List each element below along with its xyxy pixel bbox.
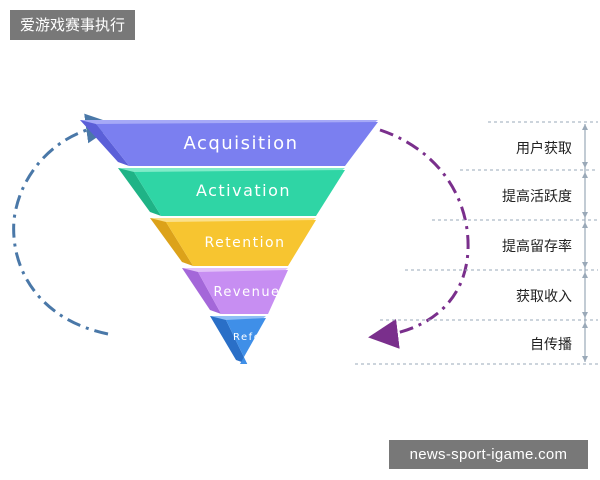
funnel-layer-front-3 xyxy=(198,270,288,314)
scale-separators xyxy=(355,121,598,365)
stage-label-retention: 提高留存率 xyxy=(502,239,572,255)
funnel-layer-side-3 xyxy=(182,268,222,314)
funnel-layer-side-2 xyxy=(150,218,194,266)
stage-label-acquisition: 用户获取 xyxy=(516,141,572,157)
funnel-label-0: Acquisition xyxy=(183,133,298,154)
funnel-layer-front-0 xyxy=(96,122,378,166)
funnel-label-4: Refer xyxy=(233,332,267,343)
funnel-layer-front-2 xyxy=(166,220,316,266)
stage-label-revenue: 获取收入 xyxy=(516,289,572,305)
funnel-label-3: Revenue xyxy=(213,285,280,300)
funnel-label-2: Retention xyxy=(204,235,285,251)
stage-label-referral: 自传播 xyxy=(530,337,572,353)
funnel-layers: AcquisitionActivationRetentionRevenueRef… xyxy=(80,120,378,364)
funnel-layer-side-0 xyxy=(80,120,130,166)
funnel-layer-side-1 xyxy=(118,168,162,216)
watermark-bottom: news-sport-igame.com xyxy=(389,440,588,469)
scale-arrowheads xyxy=(582,124,588,362)
funnel-layer-side-4 xyxy=(210,316,248,364)
left-cycle-arrow xyxy=(12,113,116,336)
watermark-top: 爱游戏赛事执行 xyxy=(10,10,136,40)
funnel-layer-front-1 xyxy=(134,170,345,216)
stage-label-activation: 提高活跃度 xyxy=(502,189,572,205)
funnel-label-1: Activation xyxy=(196,181,291,200)
right-cycle-arrow xyxy=(368,128,470,349)
funnel-layer-front-4 xyxy=(226,318,266,364)
